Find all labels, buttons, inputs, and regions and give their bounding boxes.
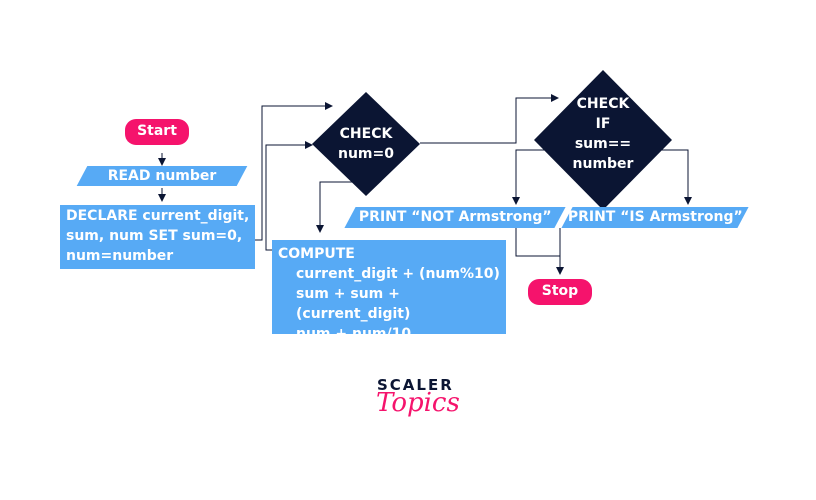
connector-check2-is: [658, 149, 692, 205]
compute-line-1: current_digit + (num%10): [296, 266, 500, 282]
read-io: READ number: [76, 166, 248, 186]
compute-line-3: num + num/10: [296, 326, 412, 342]
print-not-label: PRINT “NOT Armstrong”: [358, 209, 552, 225]
start-terminal: Start: [125, 119, 189, 145]
stop-label: Stop: [541, 283, 579, 299]
connector-check2-not: [512, 149, 548, 205]
declare-line-3: num=number: [66, 248, 174, 264]
connector-check-check2: [420, 94, 559, 144]
declare-process: DECLARE current_digit, sum, num SET sum=…: [60, 205, 255, 269]
logo-wordmark: SCALER: [377, 376, 454, 394]
start-label: Start: [137, 123, 177, 139]
connector-compute-loop: [265, 141, 313, 251]
read-label: READ number: [107, 168, 217, 184]
check-sum-label: CHECK IF sum== number: [558, 94, 648, 174]
check-sum-line-1: CHECK: [576, 96, 630, 112]
check-sum-diamond: [534, 70, 672, 210]
print-is-armstrong: PRINT “IS Armstrong”: [561, 207, 749, 228]
connector-declare-check: [255, 102, 333, 241]
check-sum-line-2: IF: [595, 116, 611, 132]
declare-line-2: sum, num SET sum=0,: [66, 228, 243, 244]
check-num-diamond: [312, 92, 420, 196]
print-not-armstrong: PRINT “NOT Armstrong”: [344, 207, 566, 228]
compute-line-2: sum + sum + (current_digit): [296, 286, 411, 322]
check-num-line-1: CHECK: [339, 126, 393, 142]
declare-line-1: DECLARE current_digit,: [66, 208, 250, 224]
logo-script: Topics: [376, 388, 460, 418]
stop-terminal: Stop: [528, 279, 592, 305]
check-num-line-2: num=0: [338, 146, 394, 162]
check-sum-line-4: number: [572, 156, 634, 172]
connector-not-stop: [515, 228, 564, 275]
check-num-label: CHECK num=0: [320, 124, 412, 164]
print-is-label: PRINT “IS Armstrong”: [567, 209, 743, 225]
connector-check-compute: [316, 181, 352, 233]
check-sum-line-3: sum==: [574, 136, 632, 152]
compute-title: COMPUTE: [278, 246, 355, 262]
compute-process: COMPUTE current_digit + (num%10) sum + s…: [272, 240, 506, 342]
